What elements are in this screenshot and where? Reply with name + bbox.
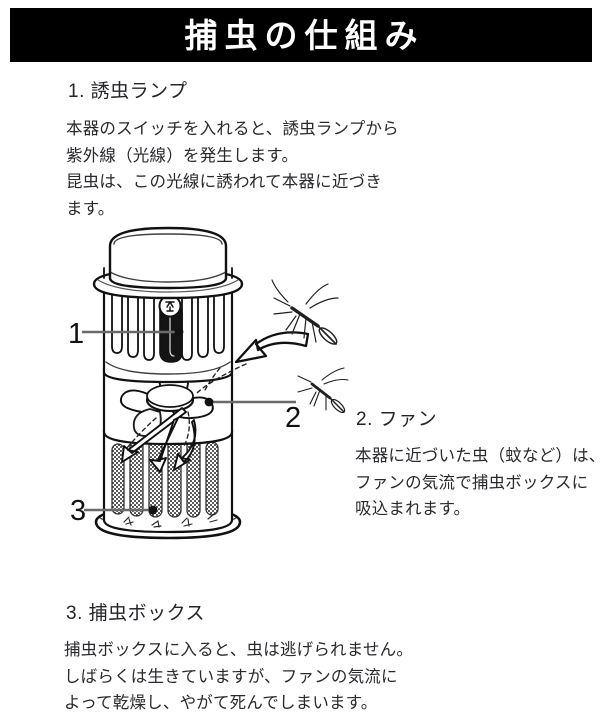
callout-leaders (82, 327, 296, 515)
section-1-line: 昆虫は、この光線に誘われて本器に近づき (66, 173, 382, 192)
section-2-body: 本器に近づいた虫（蚊など）は、 ファンの気流で捕虫ボックスに 吸込まれます。 (355, 443, 600, 523)
leader-dot-2 (204, 397, 214, 407)
page-title: 捕虫の仕組み (184, 16, 425, 54)
header-bar: 捕虫の仕組み (10, 8, 592, 62)
section-1-line: 紫外線（光線）を発生します。 (66, 146, 299, 165)
section-3-heading: 3. 捕虫ボックス (66, 603, 206, 624)
section-2-line: 吸込まれます。 (355, 500, 471, 519)
uv-lamp (158, 294, 183, 363)
section-3-body: 捕虫ボックスに入ると、虫は逃げられません。 しばらくは生きていますが、ファンの気… (64, 637, 413, 714)
insect-trap-illustration (60, 222, 400, 567)
section-1-body: 本器のスイッチを入れると、誘虫ランプから 紫外線（光線）を発生します。 昆虫は、… (66, 116, 399, 223)
section-2-heading: 2. ファン (356, 409, 438, 430)
section-1-line: 本器のスイッチを入れると、誘虫ランプから (66, 120, 399, 138)
section-3-line: しばらくは生きていますが、ファンの気流に (64, 667, 398, 686)
callout-number-3: 3 (70, 495, 87, 527)
section-2-line: 本器に近づいた虫（蚊など）は、 (355, 447, 600, 465)
section-3-line: 捕虫ボックスに入ると、虫は逃げられません。 (64, 641, 414, 659)
section-3-line: よって乾燥し、やがて死んでしまいます。 (64, 694, 378, 713)
top-cap (108, 226, 228, 290)
section-1-line: ます。 (66, 200, 115, 219)
trapped-insects (123, 513, 218, 528)
mosquito-small (297, 367, 349, 414)
section-1-heading: 1. 誘虫ランプ (68, 81, 188, 102)
section-2-line: ファンの気流で捕虫ボックスに (355, 473, 589, 492)
airflow-paths (121, 363, 247, 455)
leader-dot-1 (174, 327, 184, 337)
leader-dot-3 (148, 505, 158, 515)
airflow-arrows (121, 407, 197, 473)
callout-number-2: 2 (285, 402, 302, 434)
intake-arrow (234, 331, 310, 364)
callout-number-1: 1 (68, 318, 85, 350)
mosquito-large (271, 279, 339, 345)
